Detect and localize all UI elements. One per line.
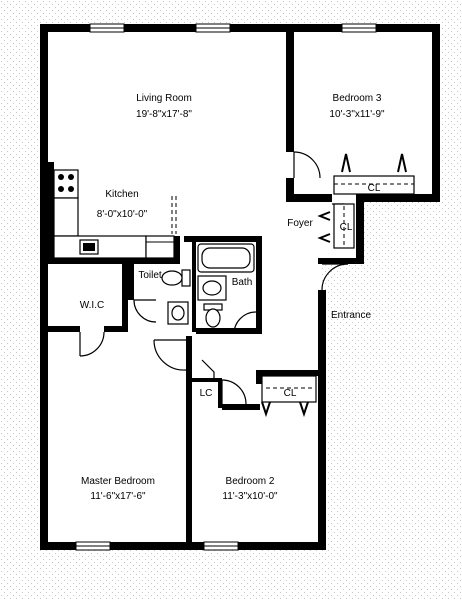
bedroom-2-closet-label: CL: [284, 388, 297, 399]
apartment-interior: [44, 28, 438, 548]
master-bedroom-name: Master Bedroom: [81, 476, 155, 487]
bath-fixtures: [161, 243, 255, 328]
foyer-label: Foyer: [287, 218, 313, 229]
linen-closet-label: LC: [200, 388, 213, 399]
toilet-label: Toilet: [138, 270, 162, 281]
bedroom-3-closet-label: CL: [368, 183, 381, 194]
closets: [261, 153, 415, 418]
kitchen-name: Kitchen: [105, 189, 138, 200]
bedroom-2-size: 11'-3"x10'-0": [222, 491, 278, 502]
living-room-size: 19'-8"x17'-8": [136, 109, 192, 120]
doors: [79, 151, 349, 405]
kitchen-fixtures: [53, 169, 177, 259]
windows: [75, 23, 377, 551]
foyer-closet-label: CL: [340, 222, 353, 233]
kitchen-size: 8'-0"x10'-0": [97, 209, 148, 220]
bedroom-3-name: Bedroom 3: [333, 93, 382, 104]
master-bedroom-size: 11'-6"x17'-6": [90, 491, 146, 502]
bedroom-3-size: 10'-3"x11'-9": [329, 109, 385, 120]
living-room-name: Living Room: [136, 93, 192, 104]
bath-label: Bath: [232, 277, 253, 288]
wic-label: W.I.C: [80, 300, 104, 311]
exterior-walls: [40, 24, 440, 550]
interior-walls: [48, 30, 332, 542]
bedroom-2-name: Bedroom 2: [226, 476, 275, 487]
entrance-label: Entrance: [331, 310, 371, 321]
